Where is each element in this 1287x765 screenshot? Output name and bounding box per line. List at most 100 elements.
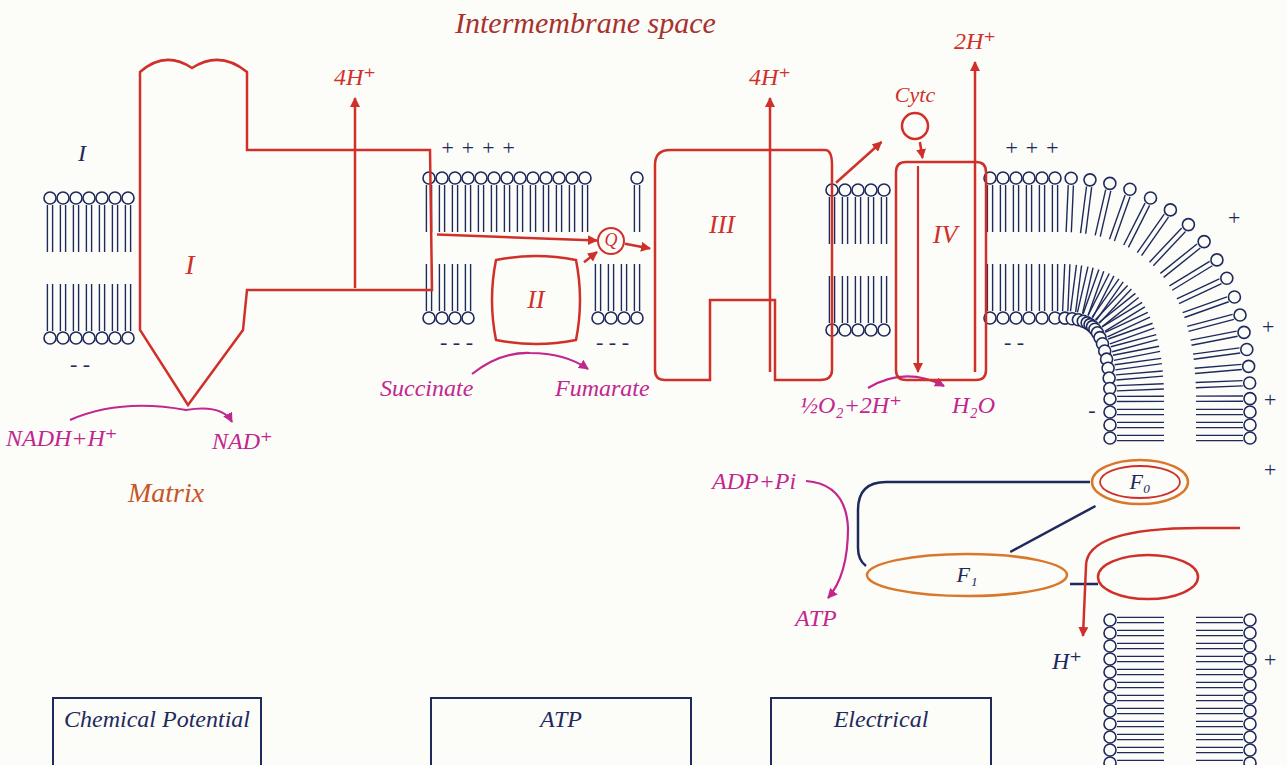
- table-cell: Electrical: [770, 697, 992, 765]
- lipid-tail: [1191, 331, 1237, 340]
- lipid-head: [865, 324, 877, 336]
- lipid-tail: [847, 197, 848, 244]
- lipid-tail: [1196, 726, 1243, 727]
- lipid-tail: [1196, 695, 1243, 696]
- lipid-head: [1244, 432, 1256, 444]
- lipid-head: [1104, 692, 1116, 704]
- outline-shape: [655, 150, 832, 380]
- lipid-head: [1244, 692, 1256, 704]
- charge-sign: +: [1263, 648, 1278, 672]
- lipid-tail: [1039, 185, 1040, 232]
- lipid-tail: [1196, 700, 1243, 701]
- cytochrome-c: Cytc: [878, 82, 952, 142]
- lipid-tail: [91, 284, 92, 331]
- node-text: Q: [605, 231, 618, 251]
- outline-shape: [896, 162, 986, 380]
- lipid-tail: [886, 197, 887, 244]
- lipid-tail: [829, 197, 830, 244]
- text-holder: Q: [605, 231, 618, 251]
- lipid-tail: [86, 205, 87, 252]
- lipid-tail: [1117, 708, 1164, 709]
- lipid-tail: [1005, 264, 1006, 311]
- complex-ii: II: [488, 250, 584, 350]
- text-holder: Cytc: [895, 83, 935, 107]
- lipid-tail: [1100, 191, 1111, 237]
- lipid-tail: [99, 284, 100, 331]
- text-holder: - - -: [440, 330, 473, 354]
- lipid-tail: [1070, 265, 1076, 312]
- complex-iii: III: [650, 148, 836, 384]
- complex-iii-outline: [650, 148, 836, 384]
- lipid-head: [1244, 705, 1256, 717]
- electron-path-arrow: [917, 166, 919, 372]
- lipid-tail: [860, 276, 861, 323]
- lipid-tail: [1191, 336, 1237, 345]
- lipid-tail: [1081, 186, 1087, 233]
- lipid-head: [109, 192, 121, 204]
- text-holder: ADP+Pi: [712, 468, 796, 494]
- lipid-tail: [881, 276, 882, 323]
- lipid-tail: [1114, 197, 1130, 241]
- lipid-tail: [1196, 422, 1243, 423]
- lipid-head: [449, 312, 461, 324]
- lipid-tail: [1117, 648, 1164, 649]
- lipid-tail: [1018, 185, 1019, 232]
- lipid-tail: [86, 284, 87, 331]
- complex-number: I: [78, 140, 86, 166]
- lipid-tail: [1196, 752, 1243, 753]
- lipid-tail: [855, 276, 856, 323]
- charge-sign: +: [1263, 388, 1278, 412]
- text-holder: NADH+H⁺: [6, 425, 118, 451]
- lipid-head: [1182, 219, 1194, 231]
- lipid-tail: [1194, 353, 1241, 359]
- lipid-head: [1104, 744, 1116, 756]
- lipid-head: [839, 324, 851, 336]
- charge-sign: - -: [1004, 330, 1024, 354]
- lipid-tail: [478, 185, 479, 232]
- complex-i-outline: [135, 45, 437, 413]
- lipid-tail: [112, 205, 113, 252]
- lipid-tail: [104, 284, 105, 331]
- lipid-tail: [1026, 264, 1027, 311]
- lipid-head: [852, 324, 864, 336]
- reaction-arrow: [806, 481, 848, 598]
- lipid-tail: [1196, 435, 1243, 436]
- lipid-tail: [1196, 401, 1243, 403]
- lipid-tail: [452, 264, 453, 311]
- lipid-head: [1211, 254, 1223, 266]
- lipid-tail: [1196, 687, 1243, 688]
- text-holder: IV: [933, 221, 958, 250]
- lipid-tail: [1005, 185, 1006, 232]
- lipid-tail: [1117, 384, 1164, 386]
- lipid-tail: [1117, 389, 1164, 391]
- node-text: Cytc: [895, 83, 935, 107]
- lipid-tail: [1117, 630, 1164, 631]
- lipid-tail: [452, 185, 453, 232]
- node-text: F₀: [1129, 470, 1150, 494]
- proton-flow-arrow: [1083, 528, 1240, 636]
- lipid-tail: [1117, 661, 1164, 662]
- lipid-head: [1244, 377, 1256, 389]
- lipid-head: [1244, 731, 1256, 743]
- lipid-tail: [556, 185, 557, 232]
- lipid-tail: [1116, 371, 1163, 375]
- lipid-head: [1244, 393, 1256, 405]
- lipid-tail: [1117, 687, 1164, 688]
- lipid-head: [1065, 172, 1077, 184]
- lipid-tail: [860, 197, 861, 244]
- lipid-tail: [1196, 395, 1243, 397]
- text-holder: F₁: [956, 563, 977, 587]
- lipid-tail: [855, 197, 856, 244]
- text-holder: NAD⁺: [212, 428, 273, 454]
- lipid-tail: [65, 205, 66, 252]
- lipid-head: [878, 184, 890, 196]
- lipid-head: [1238, 326, 1250, 338]
- lipid-head: [462, 172, 474, 184]
- lipid-tail: [1193, 348, 1240, 354]
- lipid-head: [122, 192, 134, 204]
- lipid-tail: [842, 197, 843, 244]
- node-text: IV: [933, 221, 958, 250]
- lipid-head: [1198, 236, 1210, 248]
- charge-sign: + + +: [1004, 136, 1060, 160]
